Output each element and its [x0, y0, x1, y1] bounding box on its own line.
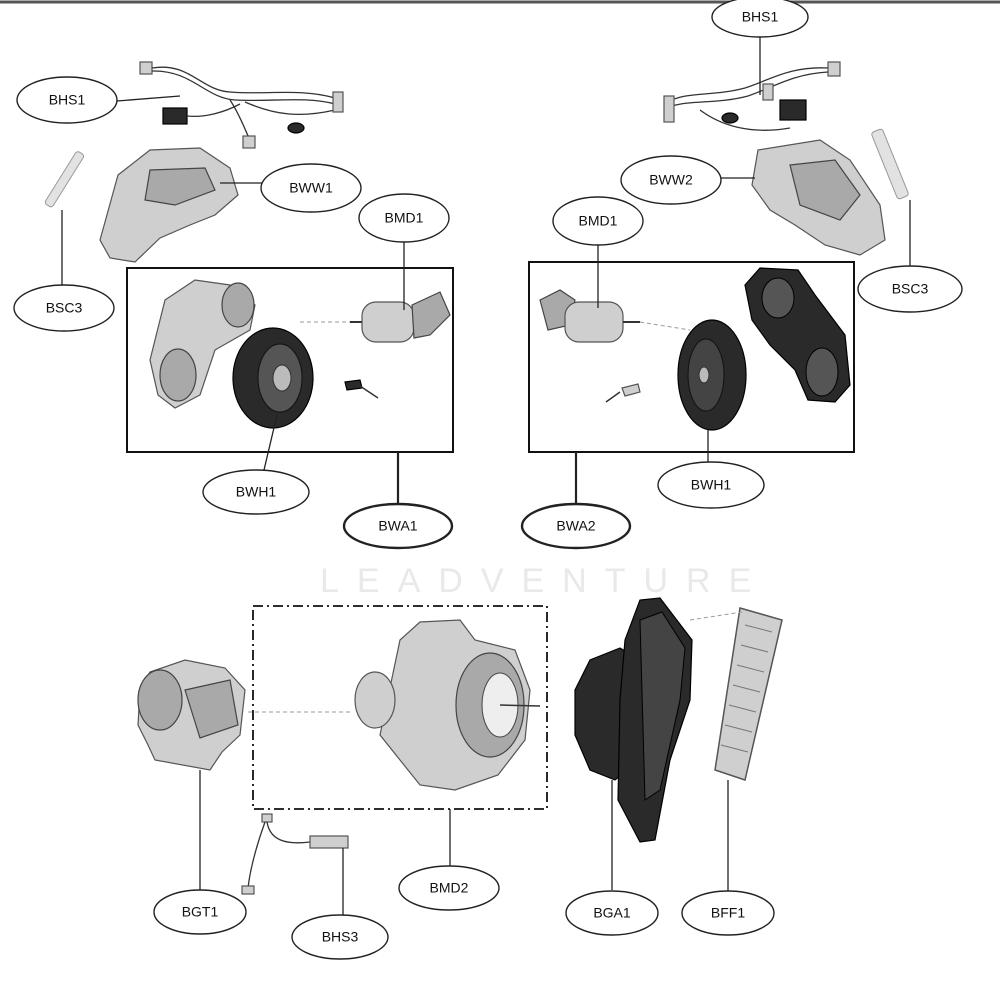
wire-harness-right	[663, 61, 841, 131]
callout-label: BGT1	[182, 904, 219, 920]
callout-bmd1-right: BMD1	[552, 196, 644, 246]
motor-left	[350, 291, 451, 343]
wheel-left	[232, 327, 314, 429]
callout-label: BWH1	[691, 477, 732, 493]
callout-label: BWW2	[649, 172, 693, 188]
callout-bwa1: BWA1	[342, 502, 454, 550]
fan-motor	[354, 619, 541, 791]
callout-bff1: BFF1	[681, 890, 775, 936]
callout-label: BMD1	[385, 210, 424, 226]
wheel-housing-left	[99, 147, 239, 263]
air-duct	[137, 659, 246, 771]
callout-bwh1-right: BWH1	[657, 461, 765, 509]
callout-bsc3-left: BSC3	[13, 284, 115, 332]
callout-label: BGA1	[593, 905, 631, 921]
callout-label: BMD1	[579, 213, 618, 229]
callout-bhs1-left: BHS1	[16, 76, 118, 124]
wheel-assembly-frame-left	[126, 267, 454, 453]
fan-motor-frame	[252, 605, 548, 810]
fan-wire-harness	[241, 813, 349, 895]
callout-bhs1-right: BHS1	[711, 0, 809, 38]
callout-bhs3: BHS3	[291, 914, 389, 960]
callout-bsc3-right: BSC3	[857, 265, 963, 313]
callout-label: BWA2	[556, 518, 595, 534]
wheel-right	[677, 319, 747, 431]
callout-label: BHS3	[322, 929, 359, 945]
callout-bww2: BWW2	[620, 155, 722, 205]
callout-label: BWH1	[236, 484, 277, 500]
callout-label: BHS1	[742, 9, 779, 25]
callout-label: BFF1	[711, 905, 745, 921]
callout-bww1: BWW1	[260, 163, 362, 213]
filter	[714, 607, 783, 781]
leader-lines	[61, 36, 911, 915]
wheel-assembly-frame-right	[528, 261, 855, 453]
screw-left	[344, 379, 379, 399]
screw-right	[605, 383, 641, 403]
right-wheel-module	[528, 61, 909, 453]
callout-bwa2: BWA2	[520, 502, 632, 550]
callout-label: BSC3	[46, 300, 83, 316]
motor-right	[539, 289, 640, 343]
wire-harness-left	[139, 61, 344, 149]
watermark: LEADVENTURE	[320, 562, 769, 600]
side-brush-right	[871, 128, 909, 200]
callout-bga1: BGA1	[565, 890, 659, 936]
left-wheel-module	[44, 61, 454, 453]
callout-label: BHS1	[49, 92, 86, 108]
callout-label: BMD2	[430, 880, 469, 896]
callout-bgt1: BGT1	[153, 889, 247, 935]
callout-bwh1-left: BWH1	[202, 469, 310, 515]
callout-label: BWW1	[289, 180, 333, 196]
fan-cover	[574, 597, 693, 843]
callout-label: BSC3	[892, 281, 929, 297]
callout-bmd1-left: BMD1	[358, 193, 450, 243]
side-brush-left	[44, 151, 85, 208]
callout-label: BWA1	[378, 518, 417, 534]
fan-module	[137, 597, 783, 895]
callout-bmd2: BMD2	[398, 865, 500, 911]
